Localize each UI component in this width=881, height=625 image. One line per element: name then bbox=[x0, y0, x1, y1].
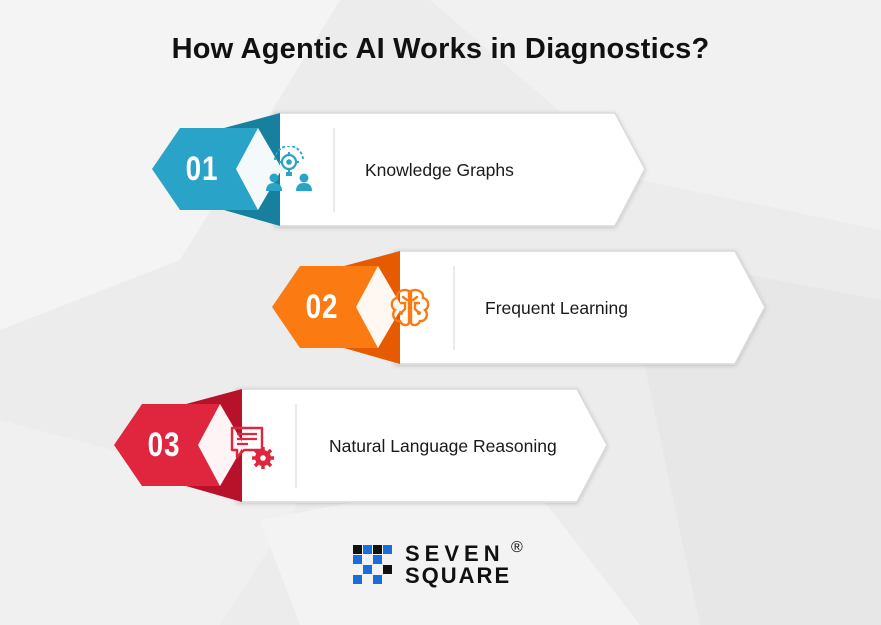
step-1-shape bbox=[152, 112, 646, 227]
seven-square-logo: SEVEN ® SQUARE bbox=[353, 539, 533, 589]
step-1-label: Knowledge Graphs bbox=[365, 160, 514, 180]
step-2-number: 02 bbox=[305, 288, 339, 326]
team-gear-bulb-icon bbox=[266, 146, 312, 191]
logo-line-2: SQUARE bbox=[405, 563, 512, 588]
logo-registered-mark: ® bbox=[511, 539, 523, 556]
step-3-shape bbox=[114, 388, 608, 503]
step-1-number: 01 bbox=[185, 150, 219, 188]
chat-gear-icon bbox=[230, 426, 274, 469]
step-2-shape bbox=[272, 250, 766, 365]
step-2-label: Frequent Learning bbox=[485, 298, 629, 318]
page-title: How Agentic AI Works in Diagnostics? bbox=[171, 33, 710, 65]
step-1: 01 Knowledge Graphs bbox=[150, 110, 650, 230]
step-2: 02 Frequent Learning bbox=[270, 248, 770, 368]
brain-icon bbox=[390, 288, 430, 327]
logo-line-1: SEVEN bbox=[405, 541, 505, 566]
step-3: 03 Natural Language Reasoning bbox=[112, 386, 612, 506]
step-3-number: 03 bbox=[147, 426, 181, 464]
step-3-label: Natural Language Reasoning bbox=[329, 436, 557, 456]
logo-grid-icon bbox=[353, 545, 392, 584]
